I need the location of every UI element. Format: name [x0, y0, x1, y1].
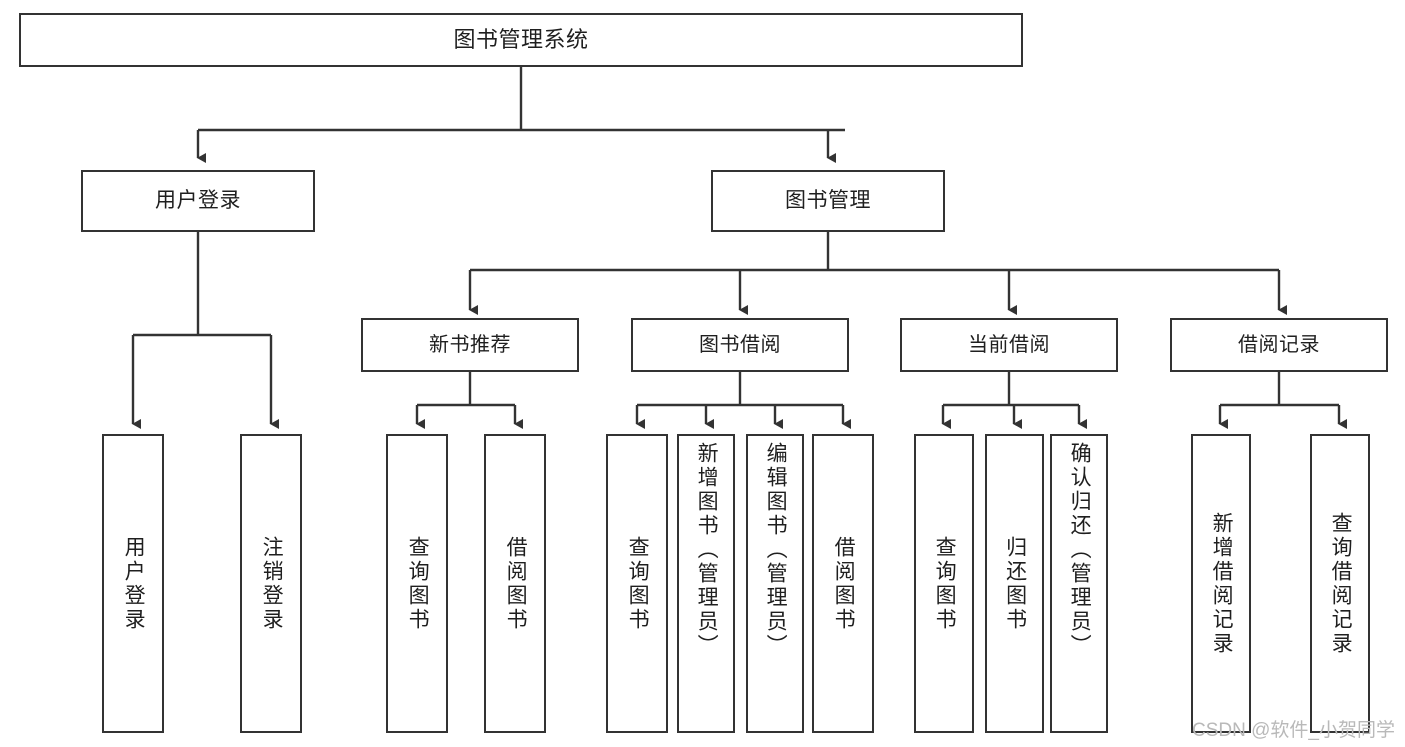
watermark-csdn: CSDN @软件_小贺同学 — [1192, 720, 1395, 741]
leaf-current-borrow-query-label: 查询图书 — [933, 535, 957, 632]
leaf-borrow-record-add-label: 新增借阅记录 — [1210, 511, 1234, 656]
leaf-book-borrow-edit-label: 编辑图书（管理员） — [764, 442, 788, 658]
leaf-current-borrow-query[interactable]: 查询图书 — [914, 434, 974, 733]
node-new-book-recommend-label: 新书推荐 — [429, 333, 511, 356]
leaf-user-login-signin[interactable]: 用户登录 — [102, 434, 164, 733]
leaf-current-borrow-return[interactable]: 归还图书 — [985, 434, 1044, 733]
leaf-book-borrow-query[interactable]: 查询图书 — [606, 434, 668, 733]
leaf-book-borrow-borrow-label: 借阅图书 — [832, 535, 856, 632]
leaf-book-borrow-borrow[interactable]: 借阅图书 — [812, 434, 874, 733]
leaf-book-borrow-add-label: 新增图书（管理员） — [695, 442, 719, 658]
node-book-management-label: 图书管理 — [785, 189, 871, 213]
node-borrow-record[interactable]: 借阅记录 — [1170, 318, 1388, 372]
leaf-borrow-record-query-label: 查询借阅记录 — [1329, 511, 1353, 656]
node-user-login-label: 用户登录 — [155, 189, 241, 213]
node-borrow-record-label: 借阅记录 — [1238, 333, 1320, 356]
leaf-borrow-record-query[interactable]: 查询借阅记录 — [1310, 434, 1370, 733]
leaf-current-borrow-confirm-label: 确认归还（管理员） — [1068, 442, 1092, 658]
leaf-new-book-query[interactable]: 查询图书 — [386, 434, 448, 733]
node-current-borrow[interactable]: 当前借阅 — [900, 318, 1118, 372]
leaf-book-borrow-query-label: 查询图书 — [626, 535, 650, 632]
node-book-management[interactable]: 图书管理 — [711, 170, 945, 232]
leaf-borrow-record-add[interactable]: 新增借阅记录 — [1191, 434, 1251, 733]
node-current-borrow-label: 当前借阅 — [968, 333, 1050, 356]
node-book-borrow-label: 图书借阅 — [699, 333, 781, 356]
leaf-new-book-query-label: 查询图书 — [406, 535, 430, 632]
node-new-book-recommend[interactable]: 新书推荐 — [361, 318, 579, 372]
leaf-current-borrow-return-label: 归还图书 — [1003, 535, 1027, 632]
node-root-system-label: 图书管理系统 — [453, 26, 589, 52]
leaf-user-login-signout[interactable]: 注销登录 — [240, 434, 302, 733]
leaf-book-borrow-edit[interactable]: 编辑图书（管理员） — [746, 434, 804, 733]
leaf-user-login-signout-label: 注销登录 — [260, 535, 284, 632]
leaf-current-borrow-confirm[interactable]: 确认归还（管理员） — [1050, 434, 1108, 733]
leaf-user-login-signin-label: 用户登录 — [122, 535, 146, 632]
node-user-login[interactable]: 用户登录 — [81, 170, 315, 232]
leaf-new-book-borrow[interactable]: 借阅图书 — [484, 434, 546, 733]
node-book-borrow[interactable]: 图书借阅 — [631, 318, 849, 372]
leaf-new-book-borrow-label: 借阅图书 — [504, 535, 528, 632]
node-root-system[interactable]: 图书管理系统 — [19, 13, 1023, 67]
leaf-book-borrow-add[interactable]: 新增图书（管理员） — [677, 434, 735, 733]
